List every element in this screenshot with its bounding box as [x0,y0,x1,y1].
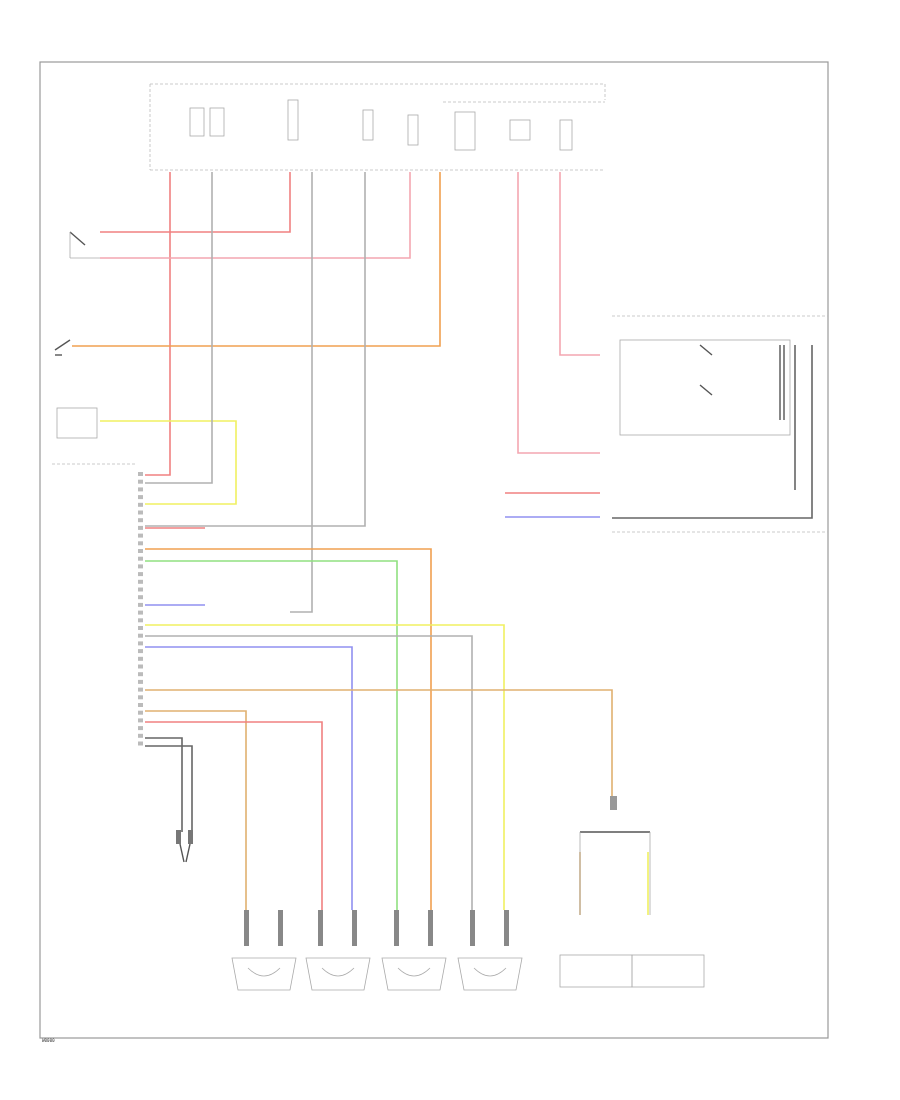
wire-red-brake [100,172,291,233]
left-seatbelt-switch [56,407,98,439]
connector-pin [138,633,143,638]
wire-orange-oil [72,172,441,347]
connector-pin [138,549,143,553]
connector-pin [138,579,143,584]
connector-pin [138,564,143,569]
wheel-speed-sensor [305,910,371,991]
connector-pin [138,672,143,677]
oil-pressure-switch [54,339,71,356]
connector-pin [138,626,143,630]
wire-black-cluster-2 [612,345,813,519]
fuse-block [149,83,606,171]
wire-pink-cluster [559,172,600,356]
connector-pin [138,641,143,646]
connector-pin [138,703,143,707]
wire-black-ground-2 [145,745,193,832]
connector-pin [138,479,143,484]
wire-red-main [145,172,171,476]
connector-pin [138,733,143,738]
wire-tan-sensor [145,710,247,910]
connector-pin [138,472,143,476]
wire-gray-3 [145,172,366,527]
connector-pin [138,518,143,523]
wire-blue-sensor [145,646,353,910]
connector-pin [138,726,143,731]
connector-pin [138,587,143,592]
wheel-speed-sensor [381,910,447,991]
diagram-border [39,61,829,1039]
connector-pin [138,502,143,507]
connector-pin [138,656,143,661]
connector-pin [138,572,143,577]
connector-pin [138,618,143,623]
connector-pin [138,687,143,692]
connector-pin [138,695,143,700]
wire-red-sensor [145,721,323,910]
connector-pin [138,602,143,607]
page-code: W0000 [42,1038,55,1043]
connector-pin [138,510,143,515]
wheel-speed-sensor [457,910,523,991]
wire-orange-sensor [145,548,432,910]
connector-pin [138,610,143,615]
connector-pin [138,649,143,654]
control-unit-pins [138,472,143,746]
wire-pink-cluster-2 [517,172,600,454]
wheel-speed-sensor [231,910,297,991]
connector-pin [138,741,143,746]
wire-gray-1 [145,172,213,484]
connector-pin [138,533,143,538]
connector-pin [138,710,143,715]
connector-pin [138,718,143,723]
wire-black-ground-1 [145,737,183,832]
connector-pin [138,556,143,561]
connector-pin [138,595,143,600]
connector-pin [138,487,143,492]
connector-pin [138,525,143,530]
brake-switch-assembly [69,231,100,259]
ground-terminal [176,830,193,863]
wire-tan-pressure [145,689,613,798]
connector-pin [138,541,143,546]
sensors [231,910,523,991]
wire-gray-2 [290,172,313,613]
pressure-sensor-block [559,796,705,988]
wire-gray-sensor [145,635,473,910]
wires [72,172,813,915]
connector-pin [138,495,143,500]
connector-pin [138,664,143,669]
wire-green-sensor [145,560,398,910]
wire-yellow-belt [100,420,237,505]
wire-yellow-sensor [145,624,505,910]
wire-pink-brake [100,172,411,259]
connector-pin [138,679,143,684]
instrument-cluster [612,315,828,533]
